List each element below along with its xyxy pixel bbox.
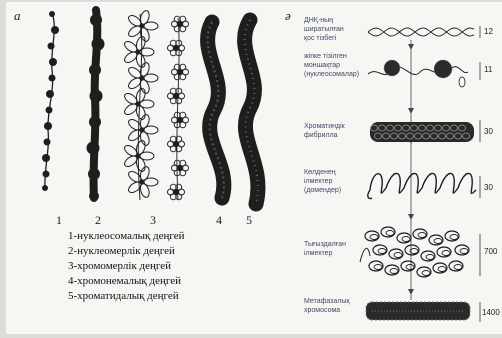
- chromomere-loop: [127, 10, 158, 43]
- rosette: [172, 160, 189, 176]
- chromomere-loop: [127, 114, 158, 147]
- level-legend: 1-нуклеосомалық деңгей 2-нуклеомерлік де…: [68, 230, 185, 302]
- strand-number: 2: [95, 213, 101, 227]
- scale-value: 11: [484, 65, 493, 74]
- chromomere-loop: [127, 62, 158, 95]
- svg-text:Көлденең: Көлденең: [304, 169, 336, 176]
- rosette: [168, 40, 185, 56]
- svg-text:жіпке тізілген: жіпке тізілген: [304, 52, 347, 60]
- svg-text:фибрилла: фибрилла: [304, 131, 338, 139]
- strand-3-chromomere: [123, 10, 158, 200]
- legend-line: 2-нуклеомерлік деңгей: [68, 245, 175, 257]
- strand-5-chromatid: [245, 20, 258, 204]
- legend-line: 4-хромонемалық деңгей: [68, 275, 181, 287]
- legend-line: 5-хроматидалық деңгей: [68, 290, 179, 302]
- svg-text:моншақтар: моншақтар: [304, 62, 340, 69]
- svg-text:Тығыздалған: Тығыздалған: [304, 241, 346, 248]
- scale-value: 30: [484, 127, 493, 136]
- svg-text:ілмектер: ілмектер: [304, 249, 333, 257]
- svg-text:Хроматиндік: Хроматиндік: [304, 122, 346, 130]
- strand-1-nucleosome: [42, 11, 59, 191]
- scale-value: 12: [484, 27, 493, 36]
- rosette: [172, 16, 189, 32]
- stage-label-loops: Көлденең ілмектер (домендер): [304, 169, 341, 194]
- chromomere-loop: [127, 166, 158, 199]
- stage-label-fibril: Хроматиндік фибрилла: [304, 122, 346, 139]
- stage-label-nucleosomes: жіпке тізілген моншақтар (нуклеосомалар): [304, 52, 359, 78]
- strand-number: 5: [246, 213, 252, 227]
- scale-value: 30: [484, 183, 493, 192]
- strand-2-nucleomere: [87, 10, 105, 201]
- svg-text:(нуклеосомалар): (нуклеосомалар): [304, 71, 359, 78]
- chromomere-loop: [123, 88, 154, 121]
- strand-number: 4: [216, 213, 222, 227]
- rosette: [168, 184, 185, 200]
- panel-b-label: ә: [285, 8, 291, 23]
- condensed-loops: [360, 227, 469, 277]
- stage-label-metaphase-chromosome: Метафазалық хромосома: [304, 298, 350, 314]
- rosette: [172, 112, 189, 128]
- svg-text:ілмектер: ілмектер: [304, 177, 333, 185]
- metaphase-chromosome: [366, 302, 470, 320]
- svg-text:қос тізбегі: қос тізбегі: [304, 34, 337, 42]
- strand-4-chromonema: [208, 22, 224, 198]
- chromomere-loop: [123, 36, 154, 69]
- stage-label-condensed-loops: Тығыздалған ілмектер: [304, 241, 346, 257]
- chromatin-fibril: [370, 122, 474, 142]
- rosette: [168, 136, 185, 152]
- scale-value: 700: [484, 247, 498, 256]
- svg-text:хромосома: хромосома: [304, 307, 340, 314]
- lateral-loops: [368, 173, 476, 198]
- panel-a-label: a: [14, 8, 21, 23]
- svg-text:ДНҚ-ның: ДНҚ-ның: [304, 17, 333, 24]
- strand-number: 3: [150, 213, 156, 227]
- strand-number: 1: [56, 213, 62, 227]
- strand-3-rosettes: [168, 16, 189, 200]
- rosette: [168, 88, 185, 104]
- svg-text:Метафазалық: Метафазалық: [304, 298, 350, 305]
- svg-text:(домендер): (домендер): [304, 187, 341, 194]
- scale-value: 1400: [482, 308, 500, 317]
- legend-line: 3-хромомерлік деңгей: [68, 260, 171, 272]
- nucleosome-string: [368, 60, 468, 87]
- svg-text:ширатылған: ширатылған: [304, 26, 344, 33]
- dna-double-helix: [368, 28, 474, 36]
- stage-label-dna: ДНҚ-ның ширатылған қос тізбегі: [304, 17, 344, 42]
- legend-line: 1-нуклеосомалық деңгей: [68, 230, 185, 242]
- rosette: [172, 64, 189, 80]
